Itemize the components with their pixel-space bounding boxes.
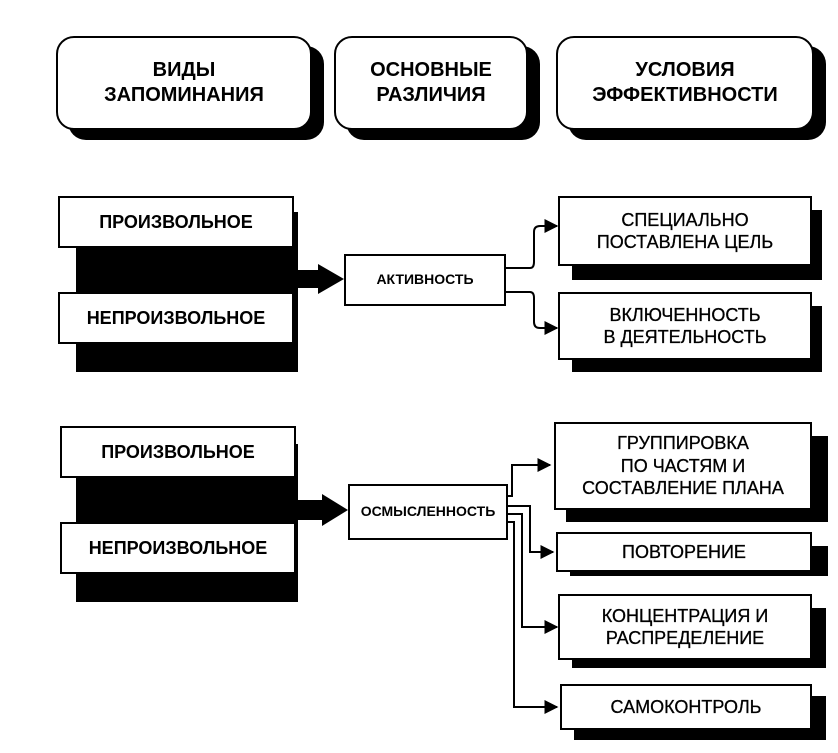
connector-meaning-repetition <box>506 505 555 559</box>
connector-activity-goal <box>505 219 559 269</box>
block2-condition-repetition: ПОВТОРЕНИЕ <box>556 532 812 572</box>
big-arrow-1 <box>296 264 344 294</box>
connector-activity-involvement <box>505 291 559 335</box>
block2-condition-selfcontrol: САМОКОНТРОЛЬ <box>560 684 812 730</box>
big-arrow-2 <box>296 494 348 526</box>
block1-involuntary: НЕПРОИЗВОЛЬНОЕ <box>58 292 294 344</box>
block2-voluntary: ПРОИЗВОЛЬНОЕ <box>60 426 296 478</box>
connector-meaning-concentration <box>506 513 559 634</box>
connector-meaning-selfcontrol <box>506 521 559 714</box>
block2-involuntary: НЕПРОИЗВОЛЬНОЕ <box>60 522 296 574</box>
block2-meaningfulness: ОСМЫСЛЕННОСТЬ <box>348 484 508 540</box>
block1-activity: АКТИВНОСТЬ <box>344 254 506 306</box>
connector-meaning-grouping <box>506 458 552 497</box>
block1-voluntary: ПРОИЗВОЛЬНОЕ <box>58 196 294 248</box>
